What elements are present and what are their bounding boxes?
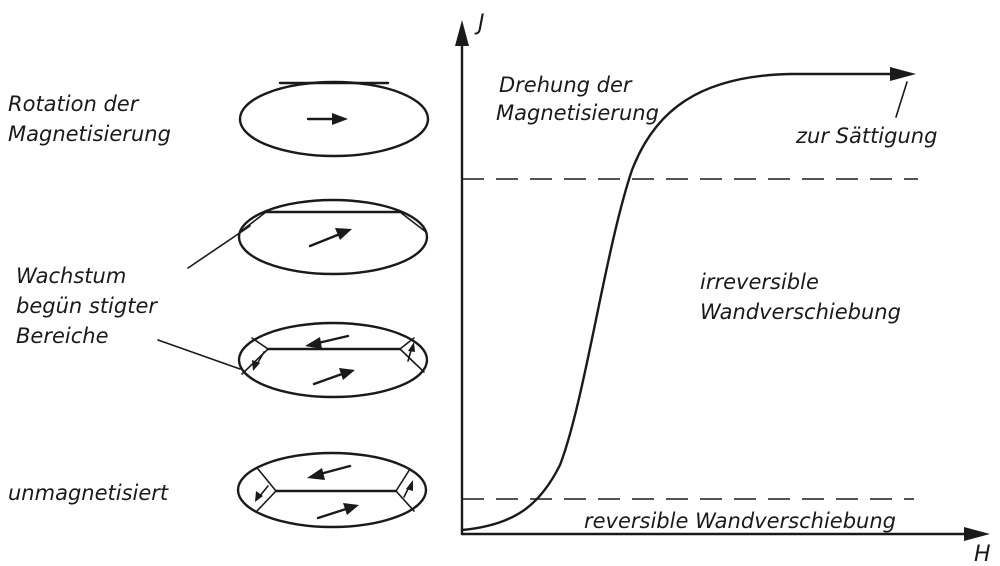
rotation-label-line2: Magnetisierung — [8, 122, 171, 146]
unmagnetized-label: unmagnetisiert — [8, 481, 169, 505]
saturation-arrowhead — [890, 67, 916, 81]
x-axis — [460, 527, 990, 541]
x-axis-arrowhead — [964, 527, 990, 541]
domain-state-growth-upper — [237, 198, 429, 276]
magnetization-arrow — [308, 232, 342, 248]
growth-label-line3: Bereiche — [16, 324, 109, 348]
growth-leader-line-lower — [157, 339, 241, 370]
x-axis-label: H — [974, 542, 991, 566]
arrowhead — [332, 113, 348, 125]
domain-arrow-lower — [312, 372, 344, 386]
rotation-label-line1: Rotation der — [8, 92, 140, 116]
reversible-region-label: reversible Wandverschiebung — [584, 509, 896, 533]
domain-state-unmagnetized — [236, 451, 428, 529]
saturation-label: zur Sättigung — [795, 124, 937, 148]
growth-label-line2: begün stigter — [16, 294, 158, 318]
y-axis-label: J — [474, 11, 485, 36]
domain-arrow-upper — [318, 464, 352, 476]
y-axis — [455, 20, 469, 536]
growth-label-line1: Wachstum — [16, 264, 126, 288]
domain-arrow-lower — [316, 507, 348, 520]
domain-state-growth-mid — [237, 321, 429, 399]
magnetization-curve — [460, 72, 894, 532]
irreversible-region-label-line2: Wandverschiebung — [700, 300, 901, 324]
rotation-region-label-line2: Magnetisierung — [496, 101, 659, 125]
domain-arrow-upper — [316, 334, 350, 345]
arrowhead — [335, 228, 352, 240]
rotation-region-label-line1: Drehung der — [499, 73, 633, 97]
saturation-pointer — [895, 81, 908, 118]
domain-state-rotated — [238, 80, 430, 158]
y-axis-arrowhead — [455, 20, 469, 46]
irreversible-region-label-line1: irreversible — [700, 270, 819, 294]
